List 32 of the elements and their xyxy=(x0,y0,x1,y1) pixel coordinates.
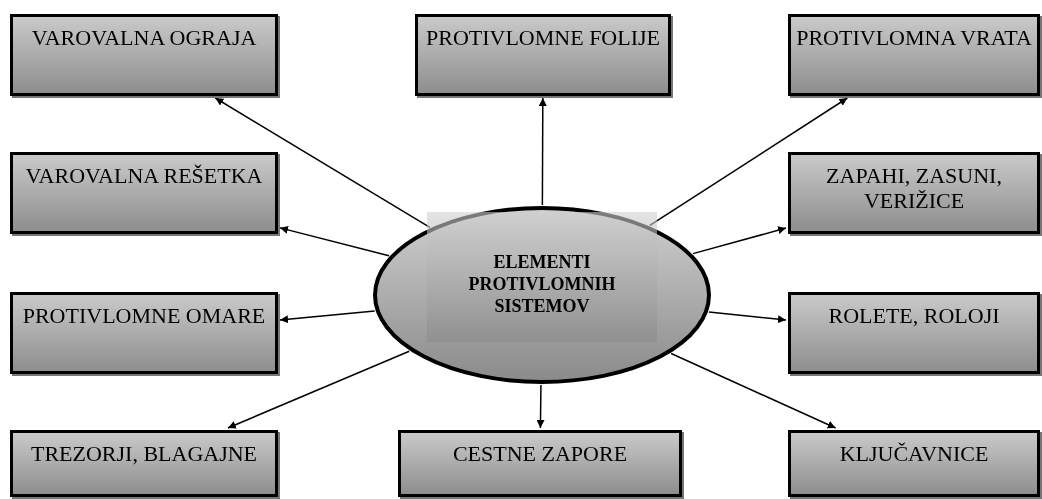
node-label: PROTIVLOMNE FOLIJE xyxy=(425,25,661,50)
node-label: KLJUČAVNICE xyxy=(839,441,989,466)
arrow xyxy=(279,310,376,324)
arrow xyxy=(670,352,837,429)
arrow xyxy=(649,97,849,227)
node-label: TREZORJI, BLAGAJNE xyxy=(30,441,258,466)
node-label: CESTNE ZAPORE xyxy=(452,441,628,466)
process-box xyxy=(398,430,682,497)
process-box xyxy=(788,152,1040,234)
ellipse-node xyxy=(372,205,712,385)
process-box xyxy=(788,14,1040,96)
process-box xyxy=(10,292,278,374)
arrow xyxy=(692,226,787,255)
process-box xyxy=(788,292,1040,374)
node-label: VAROVALNA REŠETKA xyxy=(25,163,263,188)
node-label: VAROVALNA OGRAJA xyxy=(31,25,257,50)
arrow xyxy=(214,97,431,229)
arrow xyxy=(227,350,410,429)
arrow xyxy=(279,225,390,257)
node-label: PROTIVLOMNA VRATA xyxy=(796,25,1032,50)
process-box xyxy=(10,14,278,96)
process-box xyxy=(10,152,278,234)
process-box xyxy=(415,14,671,96)
process-box xyxy=(788,430,1040,497)
node-label: PROTIVLOMNE OMARE xyxy=(22,303,266,328)
arrow xyxy=(538,97,547,206)
node-label: ELEMENTI PROTIVLOMNIH SISTEMOV xyxy=(467,251,617,317)
process-box xyxy=(10,430,278,497)
node-label: ZAPAHI, ZASUNI, VERIŽICE xyxy=(826,163,1002,213)
arrow xyxy=(708,311,787,324)
arrow xyxy=(536,384,545,429)
node-label: ROLETE, ROLOJI xyxy=(828,303,1000,328)
